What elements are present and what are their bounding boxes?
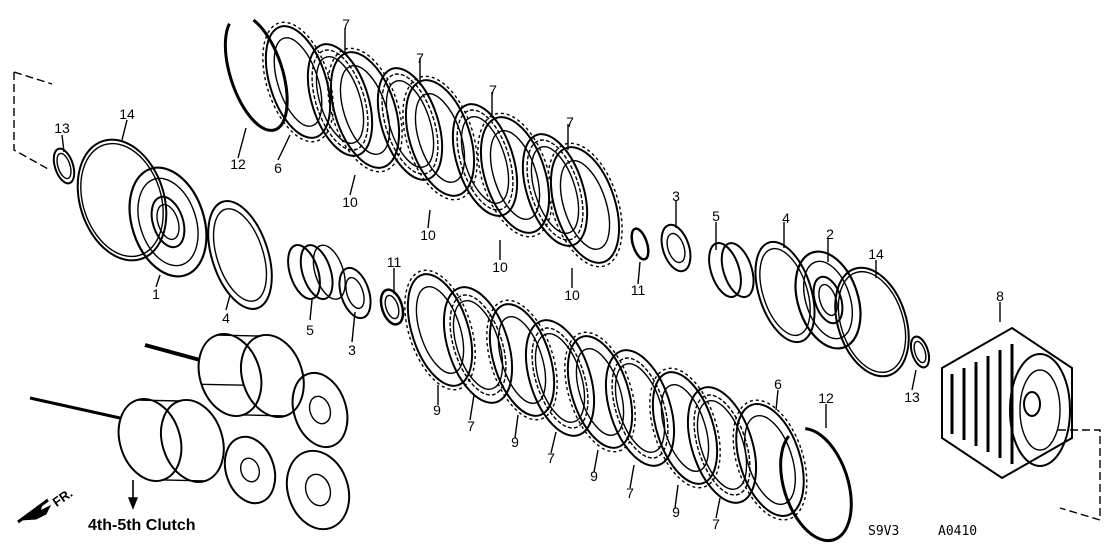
callout-4: 4	[222, 310, 230, 326]
callout-3: 3	[672, 188, 680, 204]
callout-7: 7	[416, 50, 424, 66]
reference-code-1: S9V3	[868, 524, 900, 539]
callout-2: 2	[826, 226, 834, 242]
callout-12: 12	[818, 390, 834, 406]
callout-7: 7	[342, 16, 350, 32]
callout-5: 5	[306, 322, 314, 338]
callout-10: 10	[420, 227, 436, 243]
callout-10: 10	[492, 259, 508, 275]
callout-14: 14	[119, 106, 135, 122]
callout-11: 11	[630, 282, 646, 298]
clutch-drum	[941, 326, 1073, 480]
callout-10: 10	[564, 287, 580, 303]
callout-11: 11	[386, 254, 402, 270]
callout-7: 7	[626, 485, 634, 501]
callout-7: 7	[467, 418, 475, 434]
callout-13: 13	[904, 389, 920, 405]
diagram-caption: 4th-5th Clutch	[88, 517, 196, 534]
callout-9: 9	[511, 434, 519, 450]
callout-7: 7	[566, 114, 574, 130]
callout-4: 4	[782, 210, 790, 226]
callout-14: 14	[868, 246, 884, 262]
callout-12: 12	[230, 156, 246, 172]
callout-9: 9	[433, 402, 441, 418]
callout-6: 6	[274, 160, 282, 176]
callout-6: 6	[774, 376, 782, 392]
snap-ring-upper	[223, 18, 289, 132]
callout-7: 7	[547, 450, 555, 466]
reference-code-2: A0410	[938, 524, 978, 539]
callout-5: 5	[712, 208, 720, 224]
callout-8: 8	[996, 288, 1004, 304]
callout-7: 7	[489, 82, 497, 98]
callout-13: 13	[54, 120, 70, 136]
callout-9: 9	[590, 468, 598, 484]
callout-1: 1	[152, 286, 160, 302]
callout-3: 3	[348, 342, 356, 358]
shaft-assembly-thumbnail	[29, 332, 351, 531]
callout-9: 9	[672, 504, 680, 520]
callout-7: 7	[712, 516, 720, 532]
callout-10: 10	[342, 194, 358, 210]
